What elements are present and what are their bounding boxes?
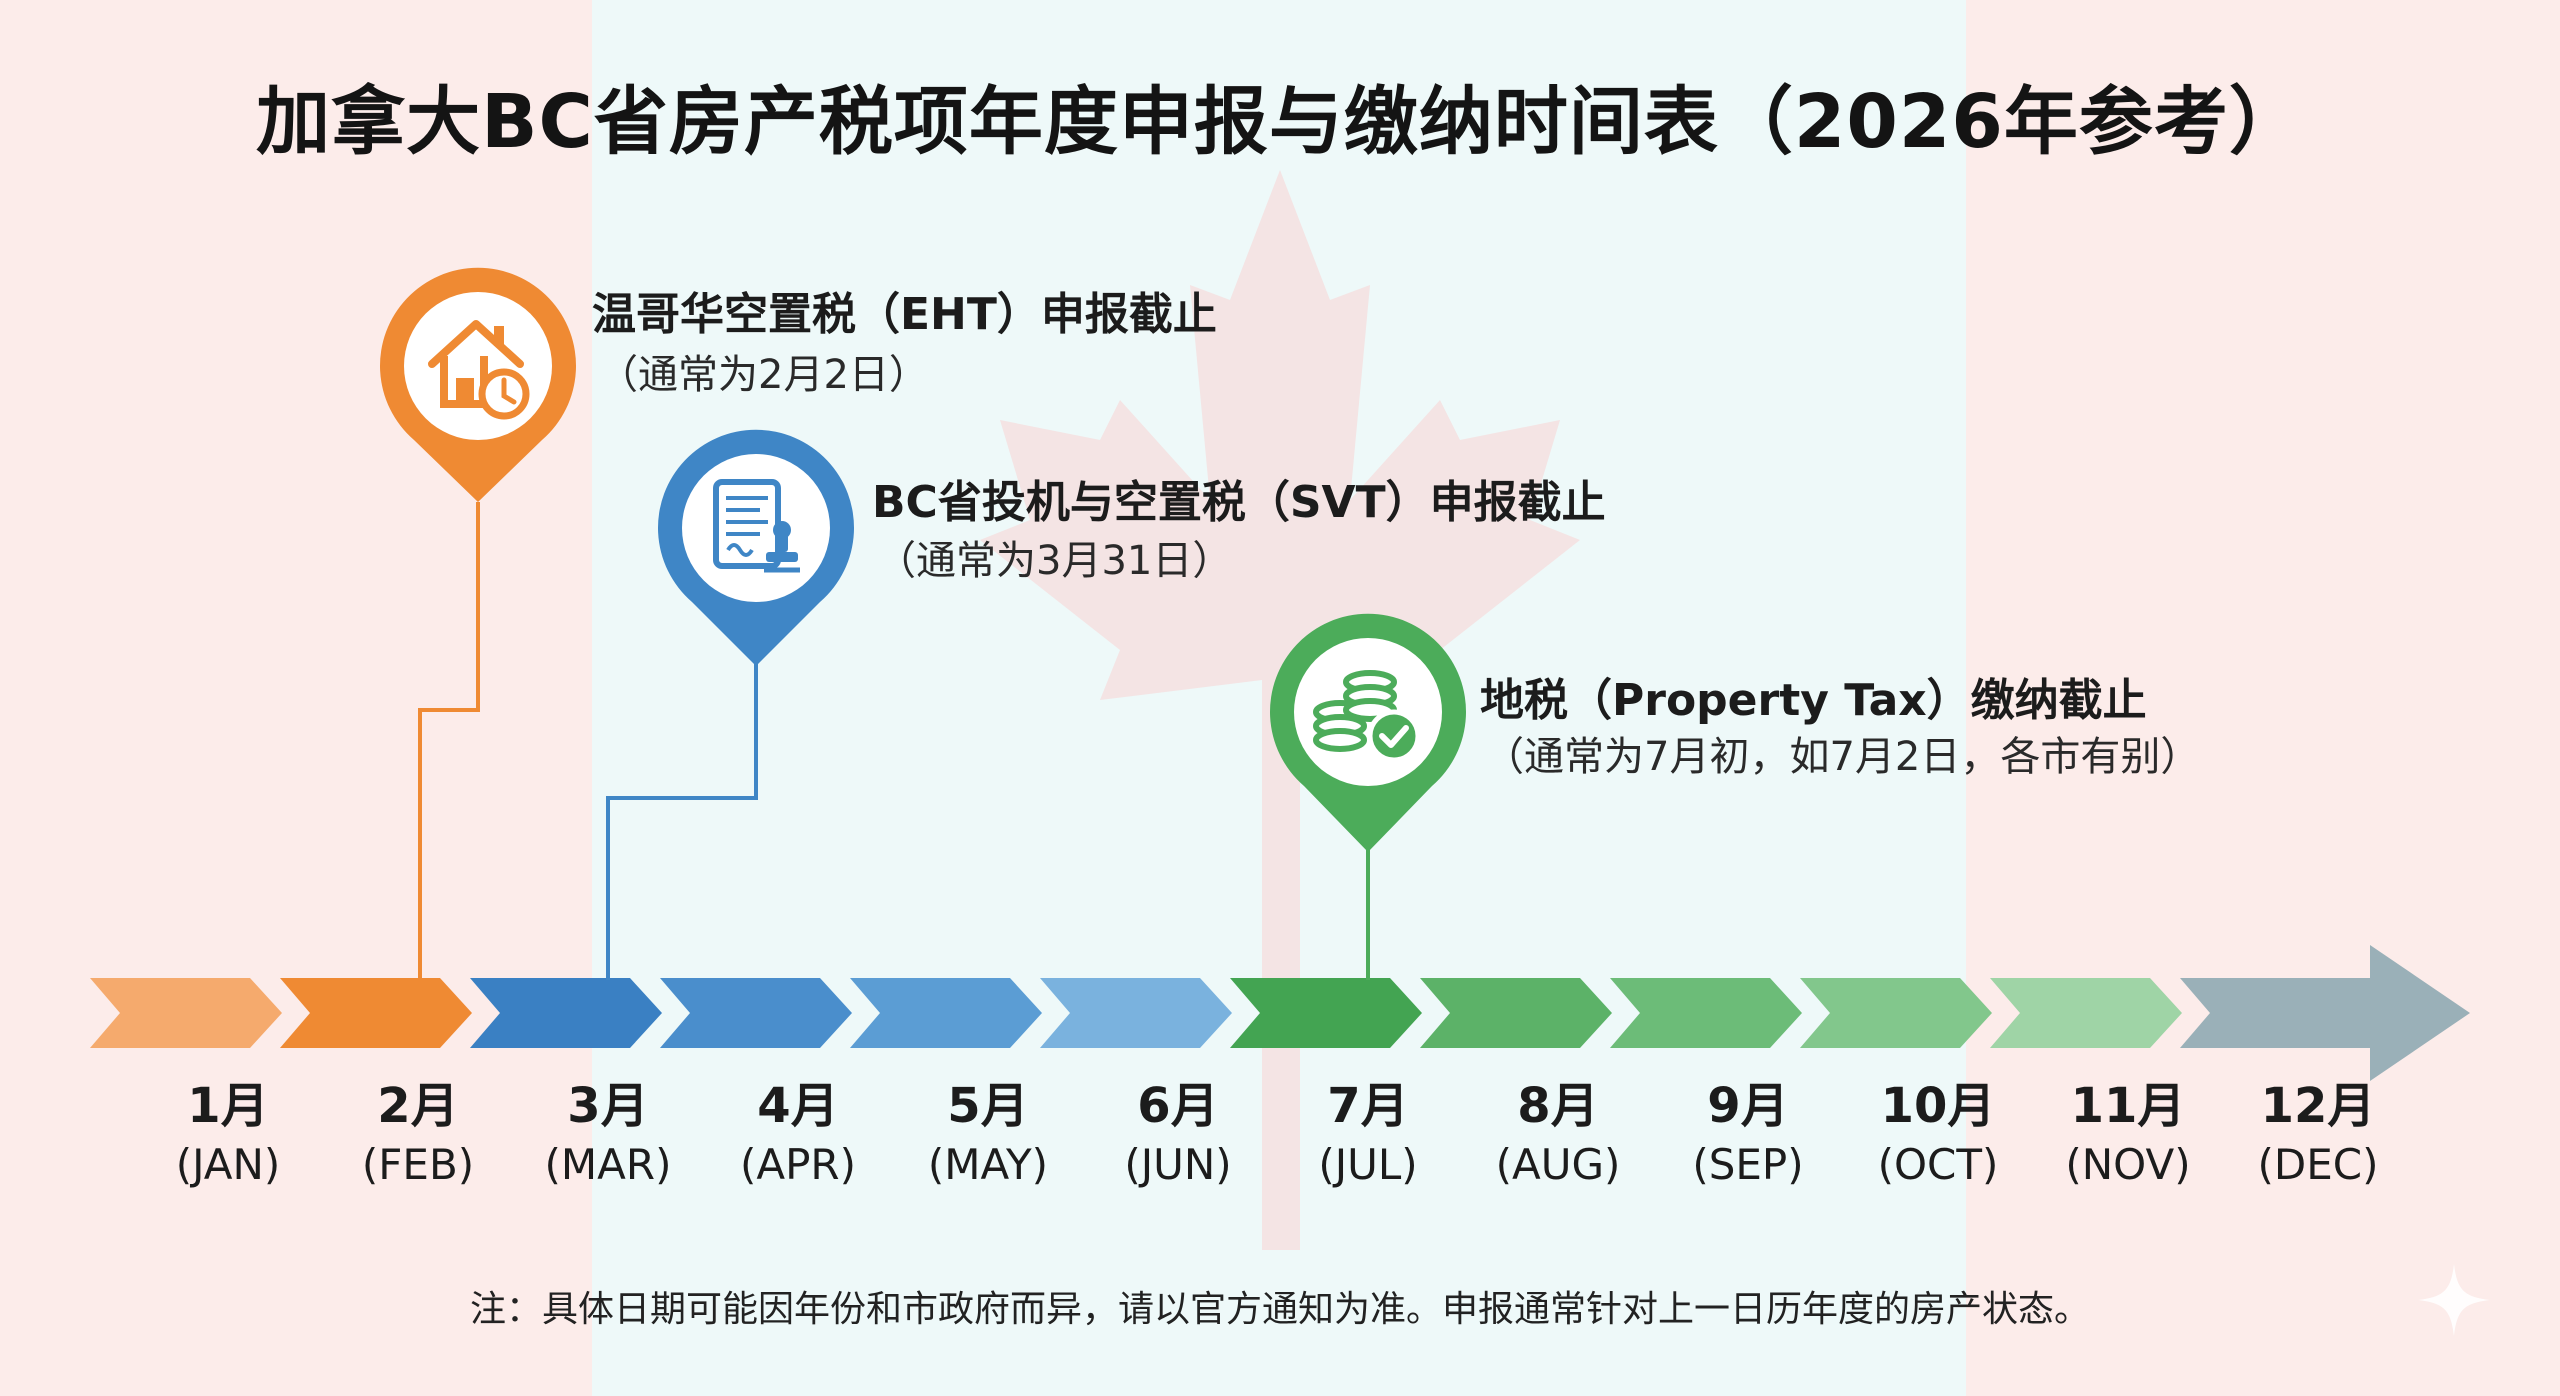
month-abbr: (AUG) [1495, 1140, 1621, 1189]
background-right-band [1966, 0, 2560, 1396]
month-abbr: (JUL) [1318, 1140, 1418, 1189]
month-name: 10月 [1880, 1078, 1996, 1134]
timeline-segment-9 [1610, 978, 1802, 1048]
month-name: 7月 [1327, 1078, 1409, 1134]
month-label-5: 5月 (MAY) [893, 1076, 1083, 1194]
month-name: 2月 [377, 1078, 459, 1134]
event-eht-subtitle: （通常为2月2日） [598, 352, 929, 398]
month-name: 12月 [2260, 1078, 2376, 1134]
timeline-segment-2 [280, 978, 472, 1048]
background-left-band [0, 0, 592, 1396]
document-stamp-pin [657, 429, 855, 666]
month-abbr: (OCT) [1877, 1140, 1999, 1189]
month-abbr: (APR) [739, 1140, 856, 1189]
timeline-segment-12 [2180, 945, 2470, 1081]
timeline-segment-4 [660, 978, 852, 1048]
timeline-segment-8 [1420, 978, 1612, 1048]
month-label-12: 12月 (DEC) [2223, 1076, 2413, 1194]
month-name: 4月 [757, 1078, 839, 1134]
month-label-9: 9月 (SEP) [1653, 1076, 1843, 1194]
timeline-segment-1 [90, 978, 282, 1048]
coins-check-pin [1270, 613, 1466, 852]
month-label-3: 3月 (MAR) [513, 1076, 703, 1194]
month-name: 5月 [947, 1078, 1029, 1134]
month-label-11: 11月 (NOV) [2033, 1076, 2223, 1194]
month-abbr: (MAY) [927, 1140, 1049, 1189]
event-eht-title: 温哥华空置税（EHT）申报截止 [592, 289, 1217, 340]
sparkle-icon [2418, 1264, 2490, 1336]
month-name: 8月 [1517, 1078, 1599, 1134]
month-abbr: (FEB) [361, 1140, 475, 1189]
month-abbr: (JAN) [175, 1140, 281, 1189]
house-clock-pin [380, 267, 576, 502]
month-abbr: (NOV) [2065, 1140, 2191, 1189]
month-label-8: 8月 (AUG) [1463, 1076, 1653, 1194]
timeline-segment-7 [1230, 978, 1422, 1048]
timeline-segment-3 [470, 978, 662, 1048]
month-label-1: 1月 (JAN) [133, 1076, 323, 1194]
connector-line-2 [606, 664, 758, 980]
month-label-7: 7月 (JUL) [1273, 1076, 1463, 1194]
connector-line-1 [418, 502, 480, 980]
event-property-tax-title: 地税（Property Tax）缴纳截止 [1480, 675, 2147, 726]
coins-check-icon [1313, 670, 1421, 763]
footnote: 注：具体日期可能因年份和市政府而异，请以官方通知为准。申报通常针对上一日历年度的… [469, 1289, 2090, 1330]
month-abbr: (DEC) [2257, 1140, 2379, 1189]
event-svt-subtitle: （通常为3月31日） [876, 538, 1233, 584]
month-abbr: (SEP) [1692, 1140, 1804, 1189]
timeline-segment-11 [1990, 978, 2182, 1048]
month-name: 9月 [1707, 1078, 1789, 1134]
month-label-6: 6月 (JUN) [1083, 1076, 1273, 1194]
month-abbr: (JUN) [1124, 1140, 1232, 1189]
month-name: 11月 [2070, 1078, 2186, 1134]
document-stamp-icon [713, 479, 800, 573]
month-name: 1月 [187, 1078, 269, 1134]
month-label-2: 2月 (FEB) [323, 1076, 513, 1194]
month-label-4: 4月 (APR) [703, 1076, 893, 1194]
month-label-10: 10月 (OCT) [1843, 1076, 2033, 1194]
house-clock-icon [428, 320, 530, 420]
event-svt-title: BC省投机与空置税（SVT）申报截止 [872, 477, 1606, 528]
month-abbr: (MAR) [544, 1140, 672, 1189]
page-title: 加拿大BC省房产税项年度申报与缴纳时间表（2026年参考） [256, 79, 2304, 165]
month-name: 6月 [1137, 1078, 1219, 1134]
timeline-segment-6 [1040, 978, 1232, 1048]
timeline-segment-5 [850, 978, 1042, 1048]
event-property-tax-subtitle: （通常为7月初，如7月2日，各市有别） [1484, 734, 2201, 780]
timeline-segment-10 [1800, 978, 1992, 1048]
month-name: 3月 [567, 1078, 649, 1134]
